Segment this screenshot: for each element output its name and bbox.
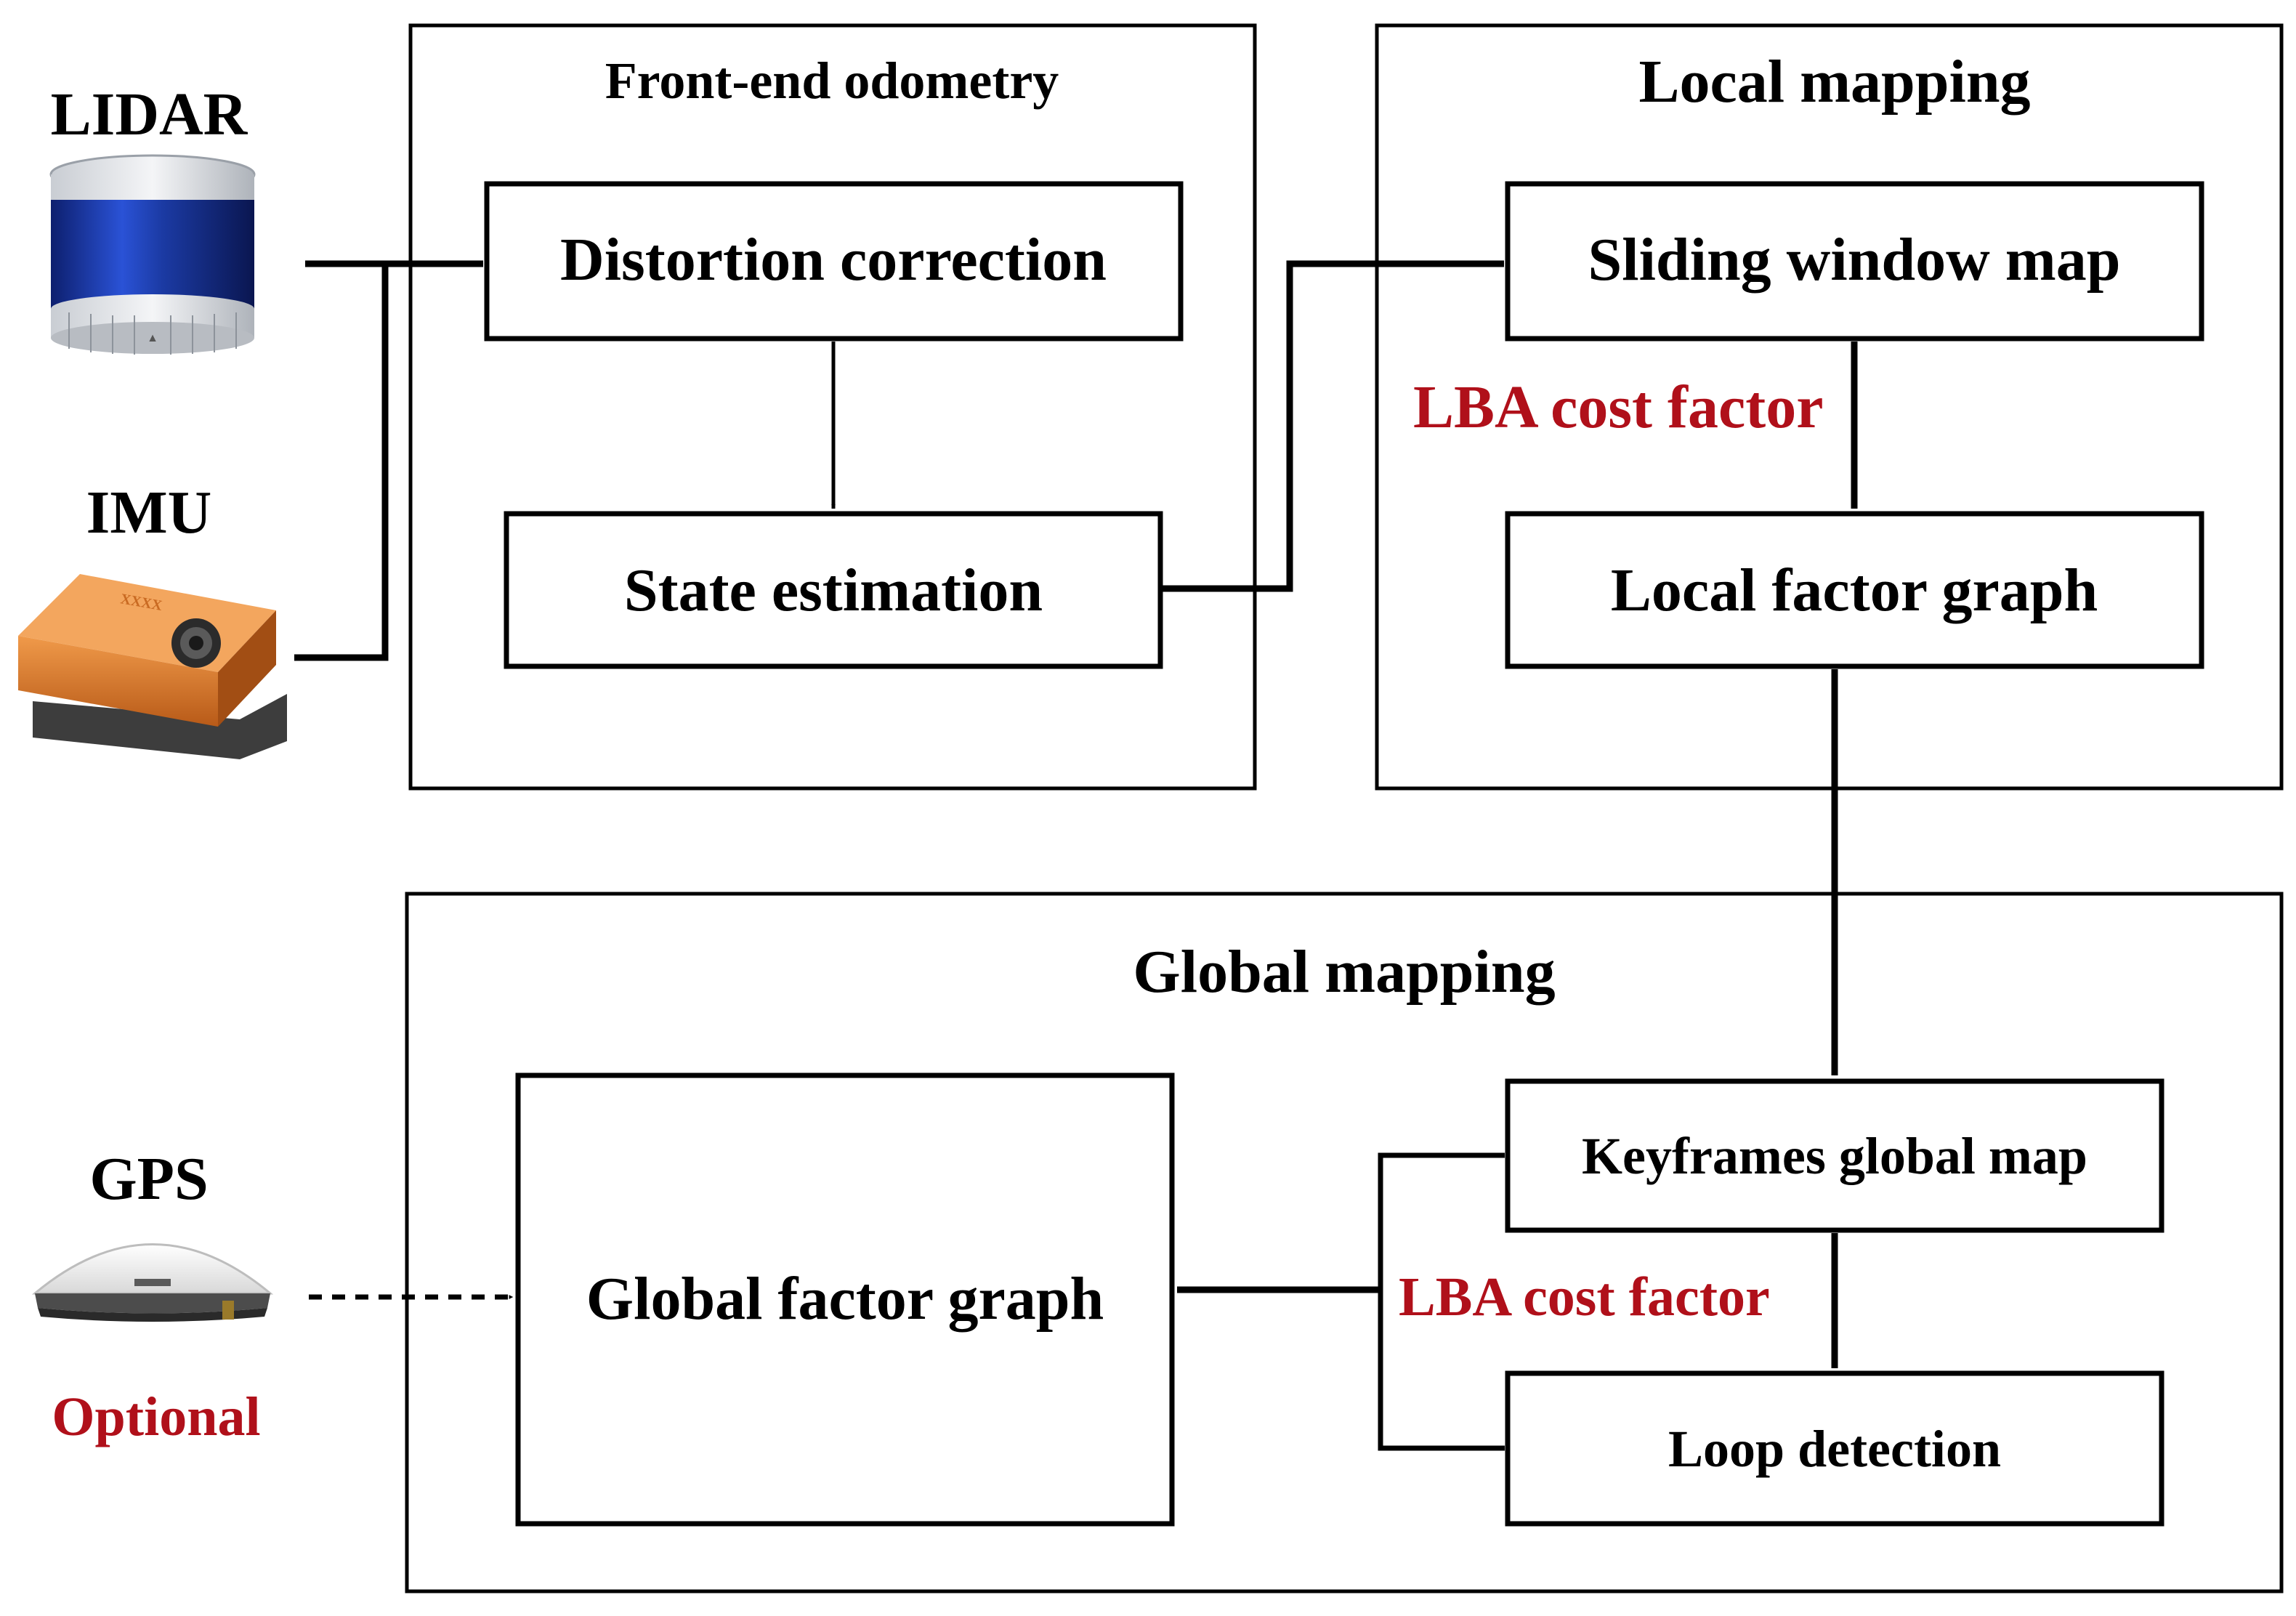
connectors (294, 260, 1858, 1451)
loop-detection-label: Loop detection (1668, 1420, 2001, 1478)
distortion-correction-label: Distortion correction (560, 226, 1107, 294)
global-lba-cost-factor-label: LBA cost factor (1399, 1266, 1770, 1328)
global-factor-graph-label: Global factor graph (586, 1265, 1104, 1333)
local-lba-cost-factor-label: LBA cost factor (1413, 373, 1824, 441)
local-mapping-title: Local mapping (1638, 48, 2030, 116)
gps-antenna-icon (31, 1243, 274, 1322)
gps-sensor: GPS Optional (31, 1145, 274, 1447)
state-estimation-label: State estimation (624, 557, 1043, 624)
imu-to-distortion-connector (294, 264, 389, 661)
loop-detection-block: Loop detection (1505, 1370, 2164, 1527)
state-estimation-block: State estimation (504, 511, 1163, 669)
lidar-sensor-icon: ▲ (49, 154, 256, 355)
lidar-label: LIDAR (51, 81, 248, 148)
sliding-window-map-block: Sliding window map (1505, 181, 2204, 342)
front-end-odometry-module: Front-end odometry Distortion correction… (408, 23, 1257, 791)
gps-label: GPS (89, 1145, 208, 1213)
front-end-odometry-frame (408, 23, 1257, 791)
lidar-sensor: LIDAR ▲ (49, 81, 256, 355)
keyframes-global-map-block: Keyframes global map (1505, 1078, 2164, 1233)
imu-sensor: IMU XXXX (18, 479, 287, 759)
global-mapping-title: Global mapping (1133, 938, 1555, 1006)
sliding-window-map-label: Sliding window map (1588, 226, 2121, 294)
keyframes-global-map-label: Keyframes global map (1582, 1127, 2087, 1185)
local-mapping-frame (1375, 23, 2284, 791)
local-factor-graph-block: Local factor graph (1505, 511, 2204, 669)
local-mapping-module: Local mapping Sliding window map Local f… (1375, 23, 2284, 791)
global-mapping-module: Global mapping Global factor graph Keyfr… (405, 892, 2284, 1593)
keyframes-loop-bracket (1378, 1152, 1505, 1451)
svg-text:▲: ▲ (147, 332, 158, 344)
global-mapping-frame (405, 892, 2284, 1593)
gps-optional-note: Optional (52, 1386, 260, 1447)
state-to-sliding-arrow (1163, 260, 1505, 592)
imu-label: IMU (86, 479, 212, 546)
local-factor-graph-label: Local factor graph (1611, 557, 2098, 624)
distortion-correction-block: Distortion correction (484, 181, 1184, 342)
global-factor-graph-block: Global factor graph (515, 1072, 1175, 1527)
imu-sensor-icon: XXXX (18, 574, 287, 759)
front-end-odometry-title: Front-end odometry (605, 52, 1059, 110)
